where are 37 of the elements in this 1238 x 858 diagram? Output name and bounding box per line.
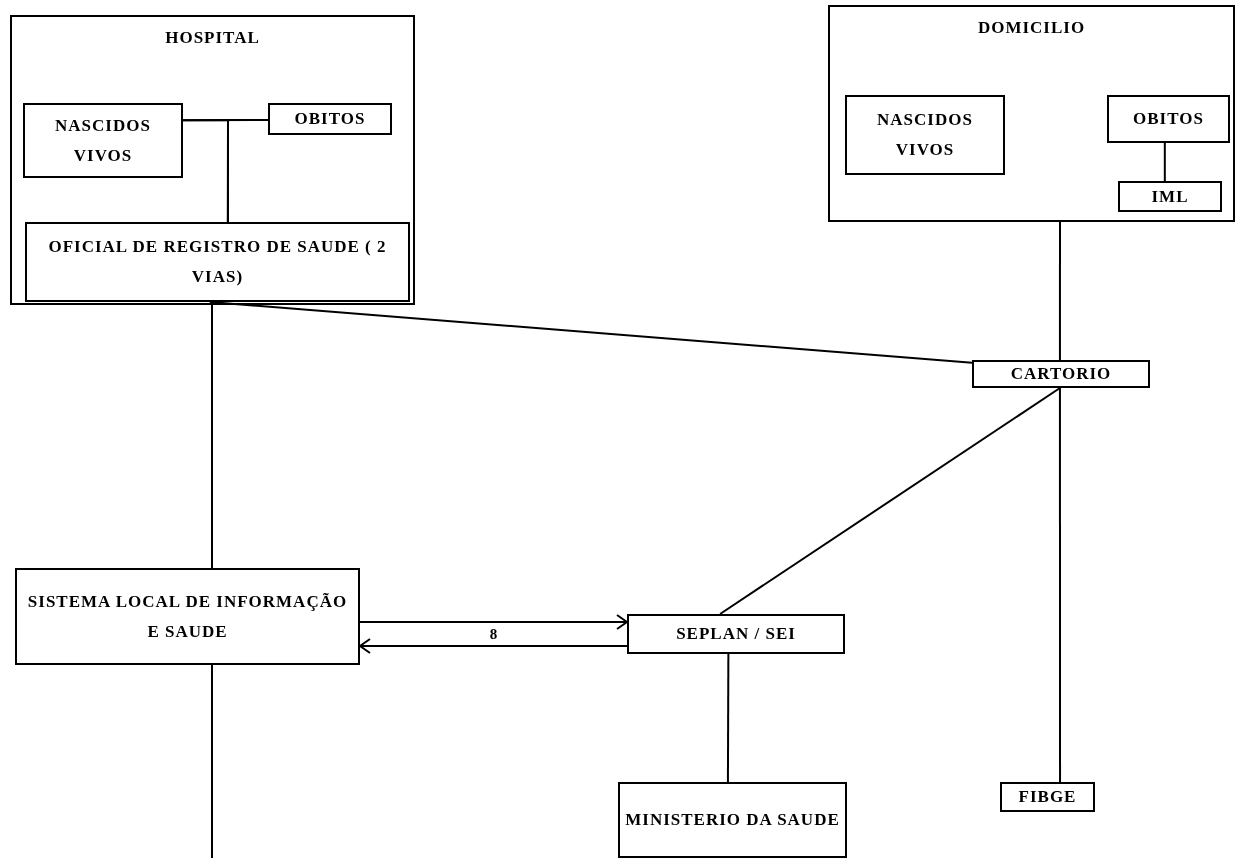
box-label: NASCIDOS VIVOS <box>54 114 152 167</box>
process-box <box>268 103 392 135</box>
box-label: OBITOS <box>294 108 366 130</box>
arrow <box>359 638 628 654</box>
box-label: SEPLAN / SEI <box>676 623 796 645</box>
process-box <box>1000 782 1095 812</box>
process-box <box>25 222 410 302</box>
group-heading: DOMICILIO <box>977 17 1086 39</box>
process-box <box>972 360 1150 388</box>
edge-label: 8 <box>489 626 498 642</box>
connector-line <box>1163 142 1166 182</box>
arrow <box>359 614 628 630</box>
group-heading: HOSPITAL <box>165 27 260 49</box>
box-label: NASCIDOS VIVOS <box>876 109 974 161</box>
box-label: CARTORIO <box>1010 363 1112 385</box>
connector-line <box>726 653 730 783</box>
connector-line <box>226 118 269 223</box>
box-label: OFICIAL DE REGISTRO DE SAUDE ( 2 VIAS) <box>47 236 388 288</box>
process-box <box>1107 95 1230 143</box>
connector-line <box>211 304 213 569</box>
connector-line <box>719 387 1061 615</box>
connector-line <box>1058 221 1061 361</box>
box-label: MINISTERIO DA SAUDE <box>625 809 840 831</box>
box-label: IML <box>1151 185 1189 208</box>
process-box <box>845 95 1005 175</box>
group-box <box>10 15 415 305</box>
connector-line <box>211 664 213 858</box>
connector-line <box>1058 387 1062 783</box>
box-label: SISTEMA LOCAL DE INFORMAÇÃO E SAUDE <box>26 590 349 643</box>
process-box <box>627 614 845 654</box>
box-label: OBITOS <box>1133 108 1204 130</box>
box-label: FIBGE <box>1018 786 1077 808</box>
process-box <box>23 103 183 178</box>
group-box <box>828 5 1235 222</box>
process-box <box>15 568 360 665</box>
process-box <box>618 782 847 858</box>
process-box <box>1118 181 1222 212</box>
